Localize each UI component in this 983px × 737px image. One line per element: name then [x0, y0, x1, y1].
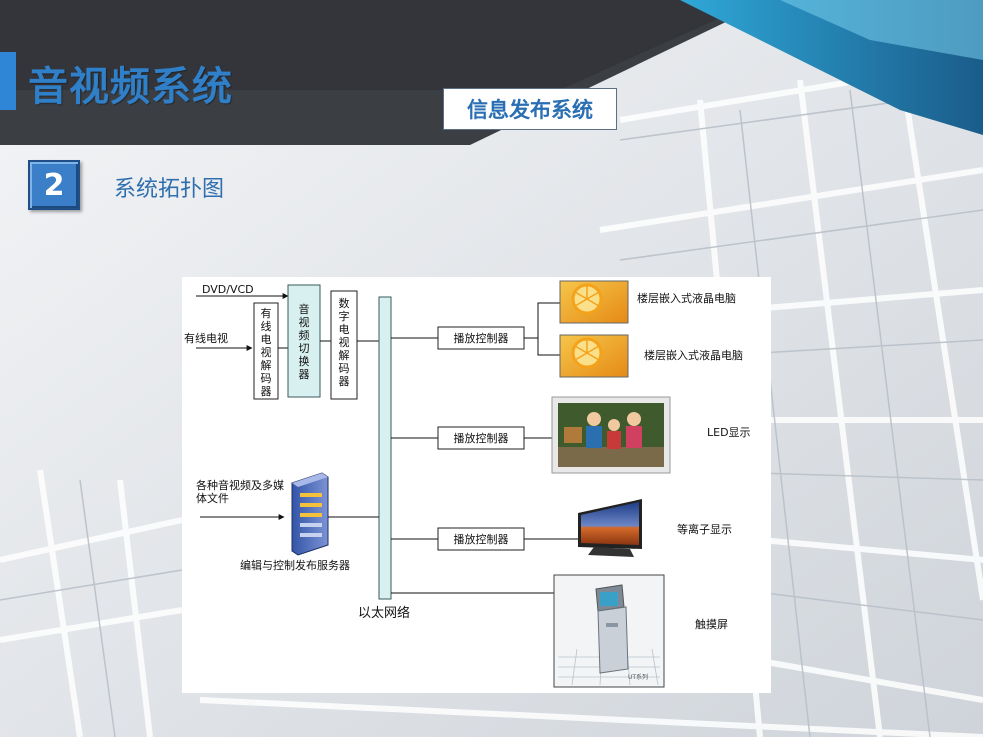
led-label: LED显示 [707, 426, 751, 439]
input-cable-tv-label: 有线电视 [184, 331, 228, 345]
section-title: 系统拓扑图 [114, 177, 225, 202]
ethernet-bus [378, 296, 392, 600]
topology-diagram: DVD/VCD 有线电视 有线电视解码器 音视频切换器 数字电视解码器 以太网络… [182, 277, 771, 693]
digital-decoder-label: 数字电视解码器 [339, 297, 350, 388]
input-dvd-label: DVD/VCD [202, 283, 254, 296]
server-label: 编辑与控制发布服务器 [240, 558, 350, 572]
network-label: 以太网络 [358, 605, 410, 621]
system-label: 信息发布系统 [467, 98, 593, 122]
touch-kiosk-image: UT系列 [553, 574, 665, 688]
lcd-2-label: 楼层嵌入式液晶电脑 [644, 348, 743, 362]
plasma-label: 等离子显示 [677, 522, 732, 536]
section-number-badge: 2 [28, 160, 80, 210]
system-label-box: 信息发布系统 [443, 88, 617, 130]
digital-decoder-box [330, 290, 358, 400]
cable-decoder-box [253, 302, 279, 400]
cable-decoder-label: 有线电视解码器 [261, 306, 272, 398]
page-title: 音视频系统 [28, 64, 233, 110]
lcd-1-image [559, 280, 629, 324]
player-controller-2-label: 播放控制器 [454, 431, 509, 445]
av-switcher-box [287, 284, 321, 398]
lcd-2-image [559, 334, 629, 378]
av-switcher-label: 音视频切换器 [299, 302, 310, 381]
lcd-1-label: 楼层嵌入式液晶电脑 [637, 291, 736, 305]
plasma-display-image [578, 499, 642, 557]
title-accent-bar [0, 52, 16, 110]
led-display-image [551, 396, 671, 474]
media-files-line2: 体文件 [196, 491, 229, 505]
player-controller-3-label: 播放控制器 [454, 532, 509, 546]
media-files-line1: 各种音视频及多媒 [196, 478, 284, 492]
player-controller-1-label: 播放控制器 [454, 331, 509, 345]
kiosk-tag: UT系列 [628, 673, 648, 681]
fork-lcd-2 [524, 337, 560, 356]
touch-label: 触摸屏 [695, 617, 728, 631]
server-icon [291, 472, 329, 556]
